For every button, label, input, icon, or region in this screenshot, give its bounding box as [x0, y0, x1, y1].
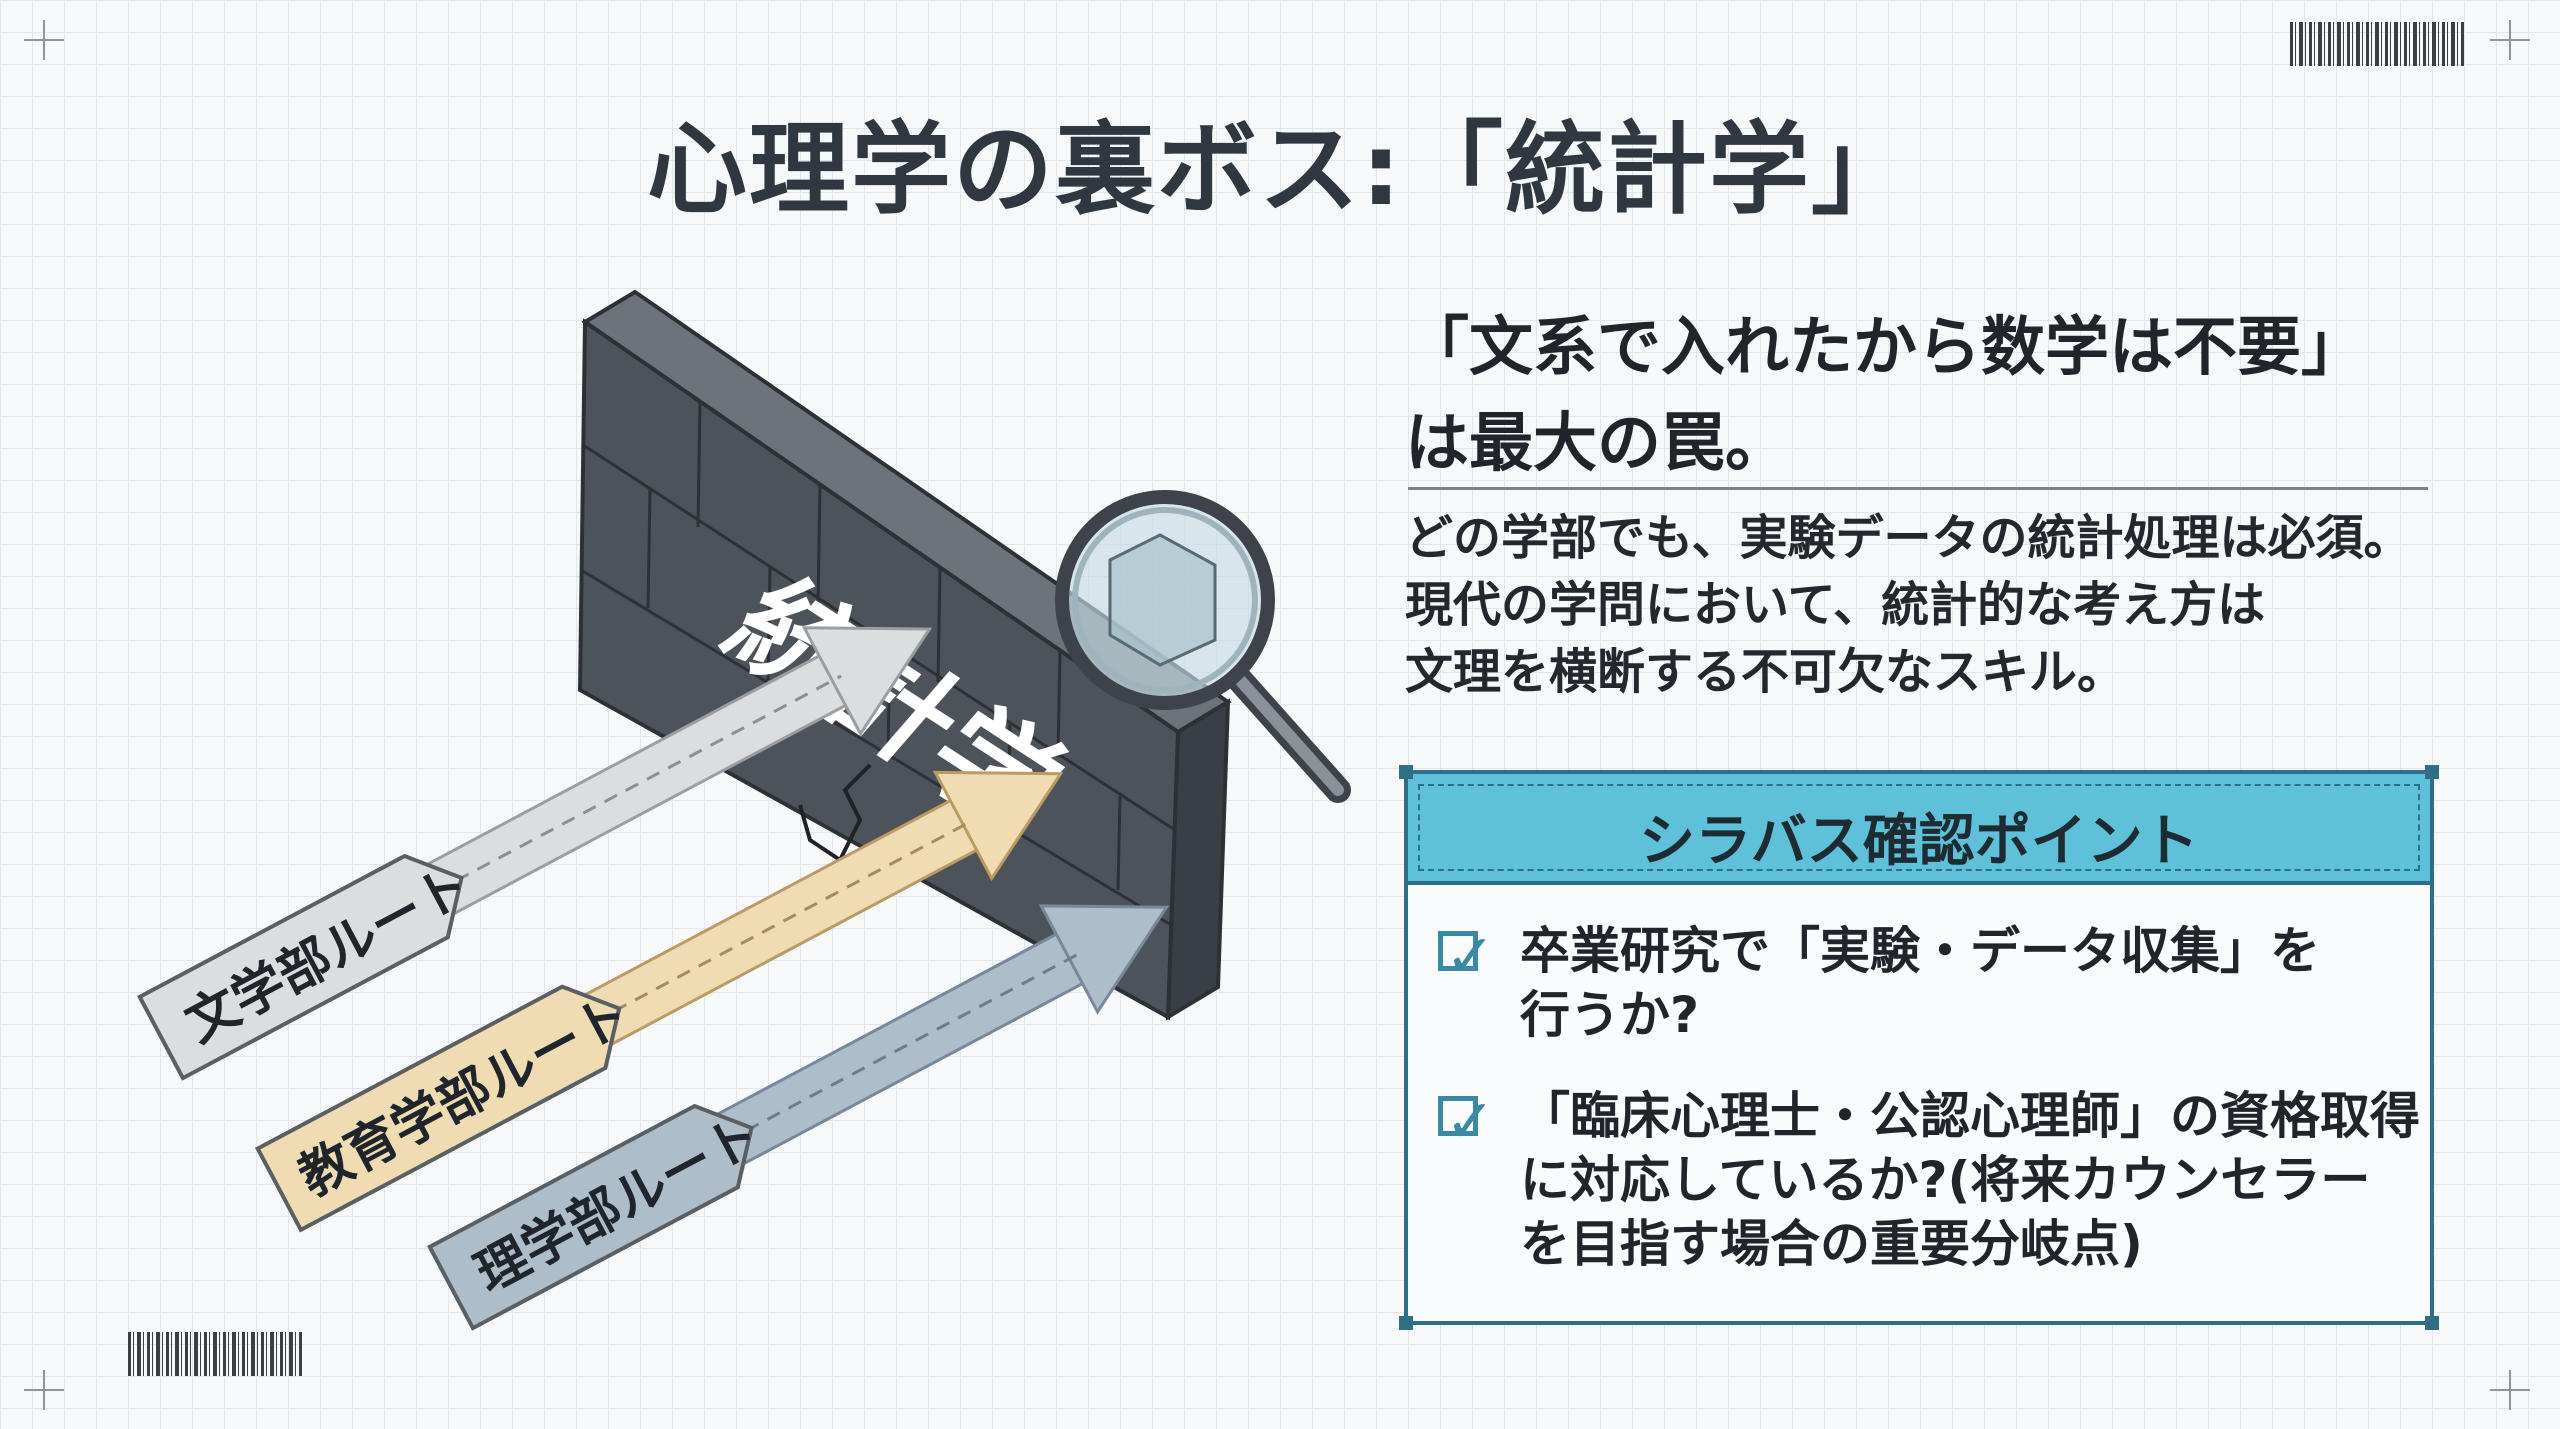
- page-title: 心理学の裏ボス:「統計学」: [647, 111, 1913, 228]
- panel-corner-br: [2425, 1316, 2439, 1330]
- body-line-2: 現代の学問において、統計的な考え方は: [1405, 577, 2266, 633]
- barcode-top-right: [2290, 22, 2465, 66]
- checkbox-icon[interactable]: ✓: [1438, 922, 1495, 992]
- checklist-item-2-line-2: に対応しているか?(将来カウンセラー: [1520, 1151, 2371, 1209]
- panel-corner-bl: [1399, 1316, 1413, 1330]
- panel-header: シラバス確認ポイント: [1404, 770, 2434, 885]
- checklist-item-1-line-1: 卒業研究で「実験・データ収集」を: [1520, 922, 2320, 980]
- crosshair-bottom-right: [2490, 1370, 2530, 1410]
- crosshair-top-right: [2490, 20, 2530, 60]
- lead-line-1: 「文系で入れたから数学は不要」: [1405, 311, 2365, 385]
- body-line-3: 文理を横断する不可欠なスキル。: [1405, 644, 2126, 700]
- checklist-item-2-line-3: を目指す場合の重要分岐点): [1520, 1215, 2143, 1273]
- body-paragraph: どの学部でも、実験データの統計処理は必須。 現代の学問において、統計的な考え方は…: [1405, 505, 2515, 706]
- lead-statement: 「文系で入れたから数学は不要」 は最大の罠。: [1405, 300, 2465, 492]
- panel-title: シラバス確認ポイント: [1639, 809, 2199, 874]
- checkbox-icon[interactable]: ✓: [1438, 1087, 1495, 1157]
- lead-line-2: は最大の罠。: [1405, 407, 1789, 481]
- checklist-item-2-line-1: 「臨床心理士・公認心理師」の資格取得: [1520, 1087, 2420, 1145]
- checklist-item-1-line-2: 行うか?: [1520, 986, 1700, 1044]
- crosshair-top-left: [24, 20, 64, 60]
- panel-corner-tr: [2425, 765, 2439, 779]
- body-line-1: どの学部でも、実験データの統計処理は必須。: [1405, 510, 2412, 566]
- crosshair-bottom-left: [24, 1370, 64, 1410]
- barcode-bottom-left: [128, 1332, 303, 1376]
- divider: [1408, 487, 2428, 490]
- syllabus-checklist-panel: シラバス確認ポイント ✓ 卒業研究で「実験・データ収集」を 行うか? ✓ 「臨床…: [1399, 765, 2439, 1330]
- panel-corner-tl: [1399, 765, 1413, 779]
- statistics-wall-illustration: 統計学 文学部ルート 教育学部ルート 理学部ルート: [137, 289, 1351, 1331]
